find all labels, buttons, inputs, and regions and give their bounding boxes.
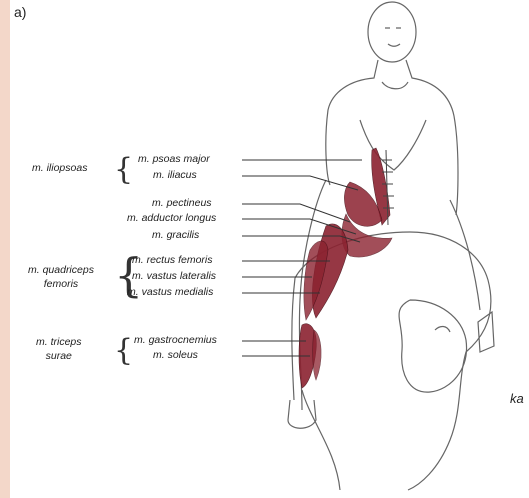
group-iliopsoas: m. iliopsoas: [32, 161, 87, 175]
group-quadriceps: m. quadriceps femoris: [28, 263, 94, 291]
brace-triceps-surae: {: [114, 333, 133, 368]
group-line: m. triceps: [36, 335, 82, 349]
group-line: m. quadriceps: [28, 263, 94, 277]
illustration: [10, 0, 529, 498]
label-gastrocnemius: m. gastrocnemius: [134, 334, 217, 347]
group-line: m. iliopsoas: [32, 162, 87, 174]
panel-label: a): [14, 4, 26, 20]
signature-mark: ka: [510, 392, 524, 405]
label-iliacus: m. iliacus: [153, 169, 197, 182]
label-rectus-femoris: m. rectus femoris: [132, 254, 213, 267]
label-vastus-medialis: m. vastus medialis: [127, 286, 213, 299]
figure-frame: a) m. iliopsoas { m. quadriceps femoris …: [10, 0, 529, 498]
brace-iliopsoas: {: [114, 152, 133, 187]
label-vastus-lateralis: m. vastus lateralis: [132, 270, 216, 283]
group-line: surae: [36, 349, 82, 363]
group-line: femoris: [28, 277, 94, 291]
label-psoas-major: m. psoas major: [138, 153, 210, 166]
label-adductor-longus: m. adductor longus: [127, 212, 216, 225]
muscles: [299, 148, 392, 388]
label-gracilis: m. gracilis: [152, 229, 199, 242]
label-pectineus: m. pectineus: [152, 197, 212, 210]
label-soleus: m. soleus: [153, 349, 198, 362]
group-triceps-surae: m. triceps surae: [36, 335, 82, 363]
